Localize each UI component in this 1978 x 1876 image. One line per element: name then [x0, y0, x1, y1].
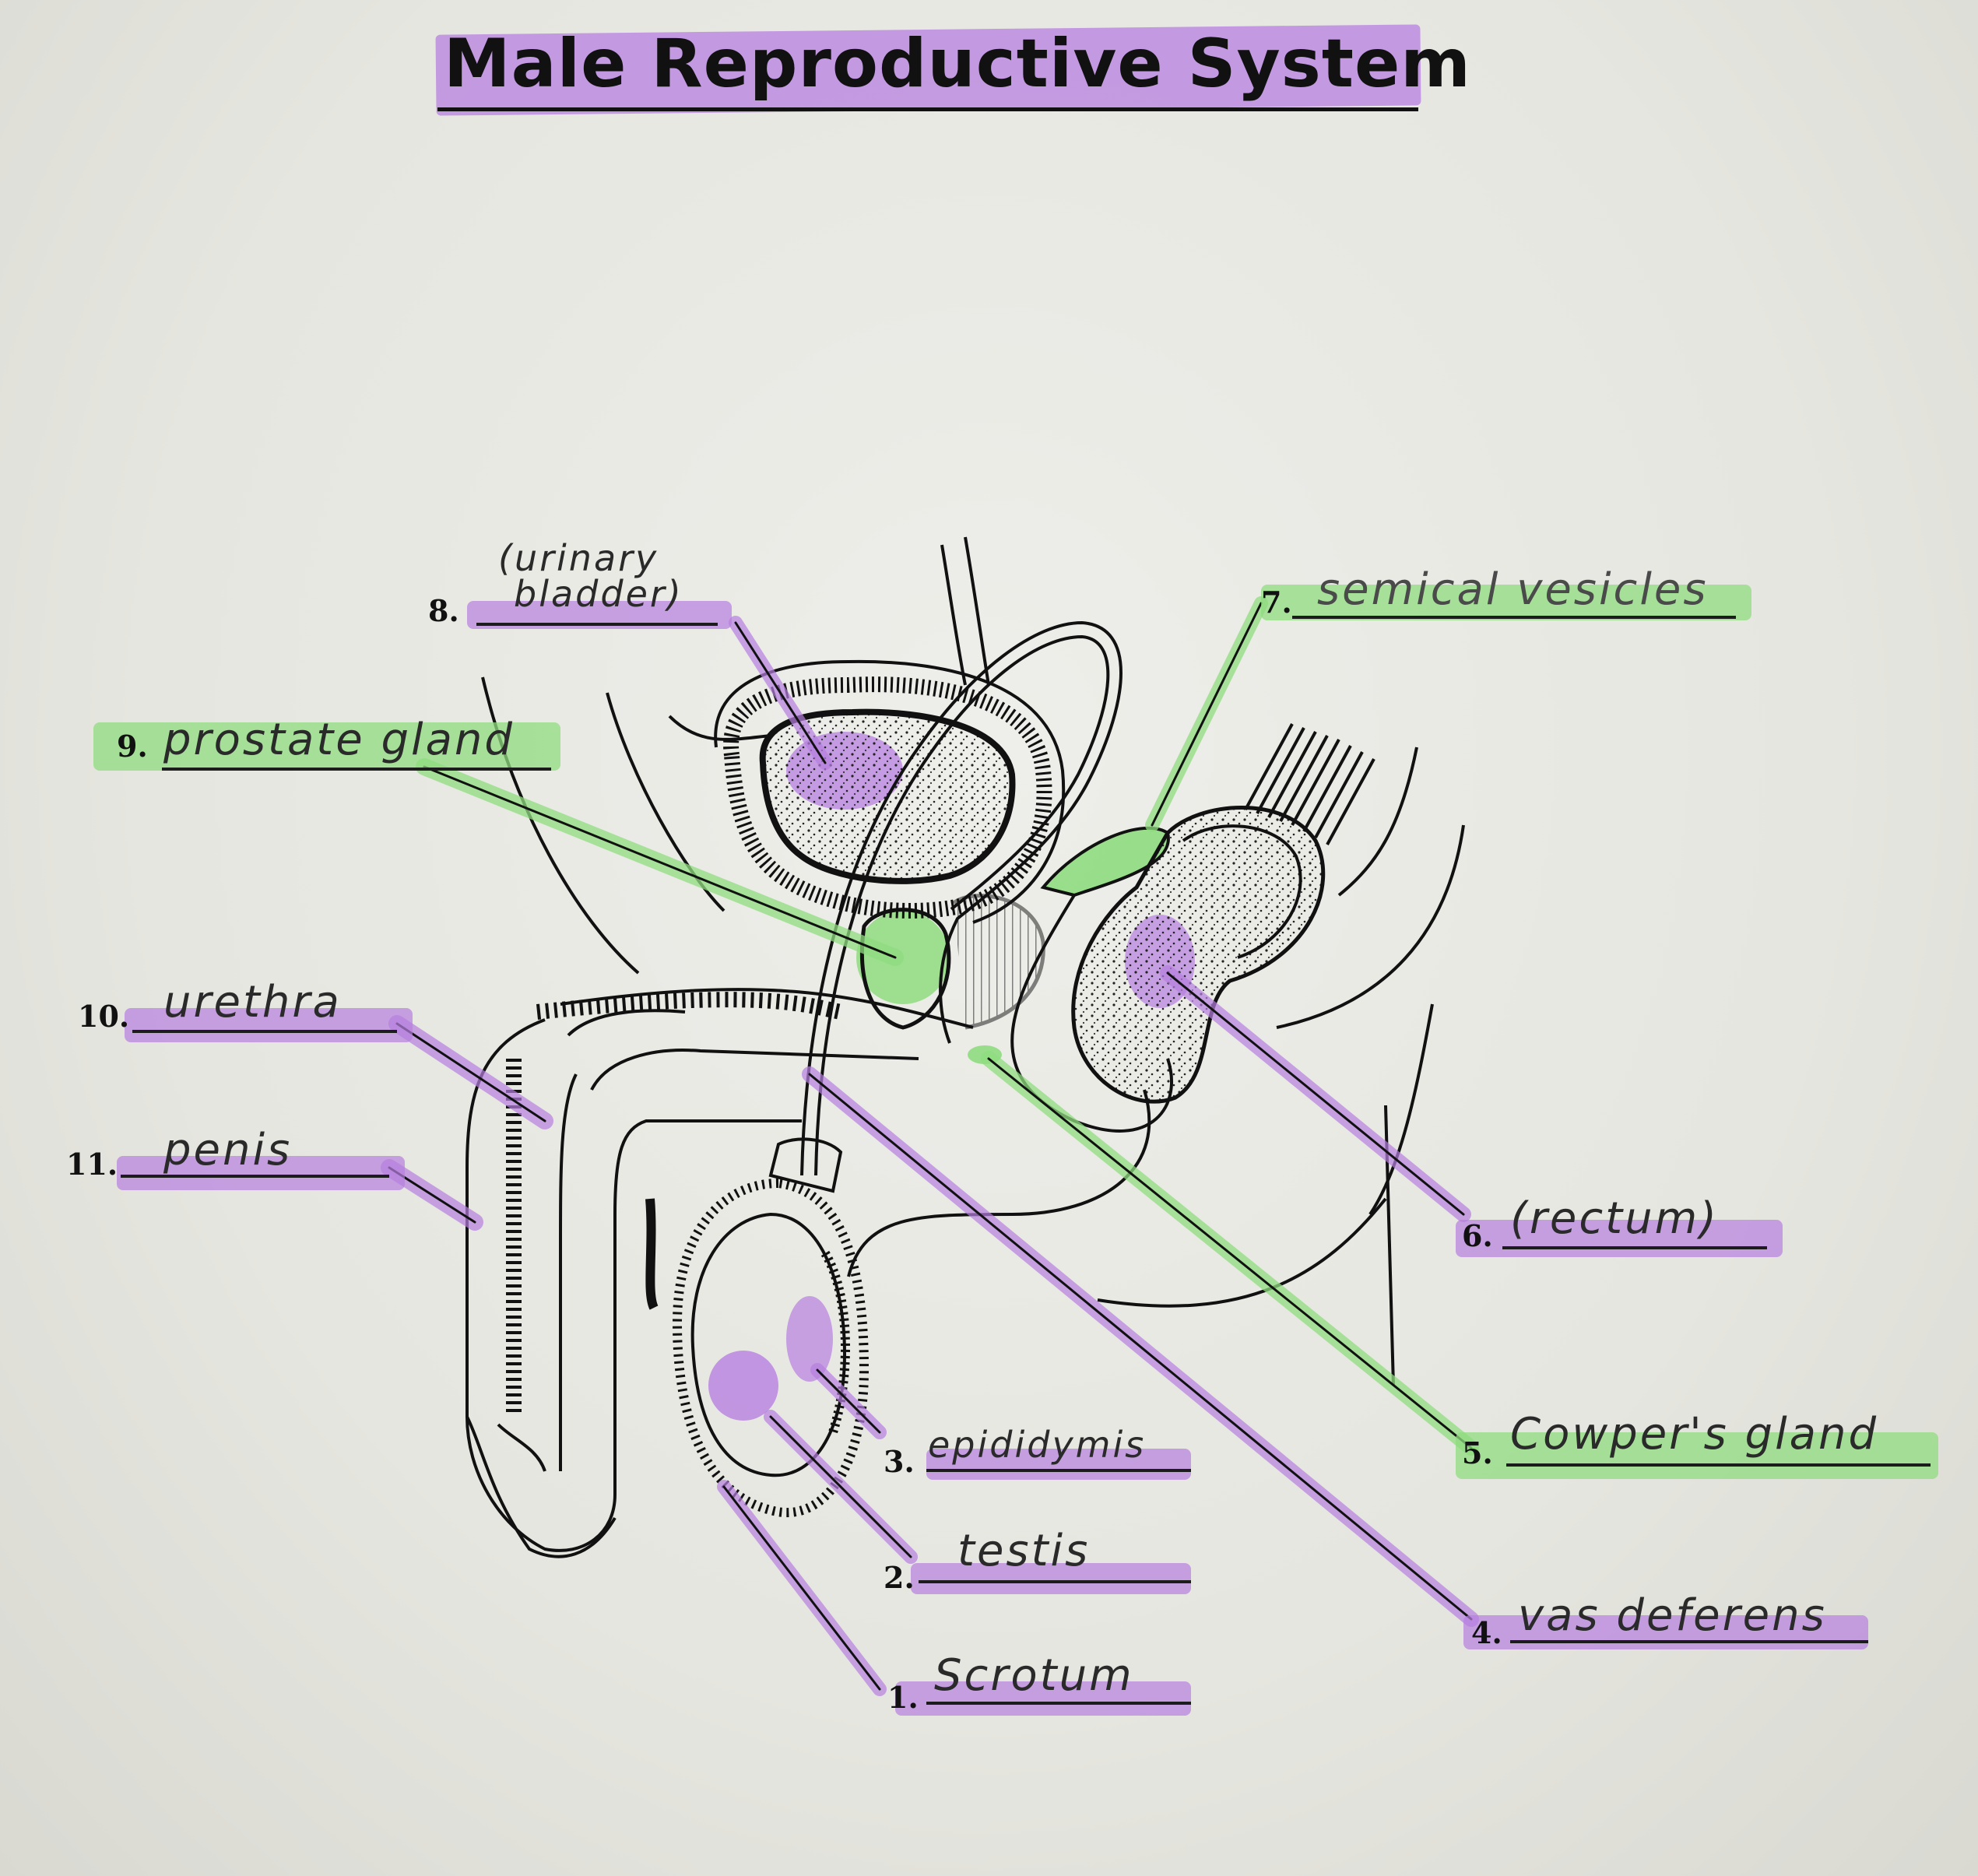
label-number: 2.: [884, 1560, 915, 1595]
label-number: 3.: [884, 1444, 915, 1479]
epididymis-highlight: [786, 1296, 833, 1382]
label-urinary-bladder: (urinary bladder) 8.: [428, 537, 755, 638]
label-vas-deferens: 4. vas deferens: [1463, 1584, 1899, 1662]
label-number: 1.: [887, 1680, 919, 1715]
label-text: penis: [163, 1125, 293, 1175]
label-highlight: [117, 1156, 405, 1190]
label-text: prostate gland: [163, 715, 515, 765]
label-text: urethra: [163, 977, 342, 1028]
label-testis: 2. testis: [880, 1526, 1207, 1604]
label-prostate-gland: 9. prostate gland: [93, 708, 576, 786]
label-text: vas deferens: [1518, 1590, 1827, 1641]
seminal-vesicle-highlight: [1043, 827, 1168, 895]
label-number: 9.: [117, 729, 148, 764]
answer-underline: [1292, 616, 1736, 619]
label-text: testis: [957, 1526, 1091, 1576]
label-highlight: [125, 1008, 413, 1042]
label-cowpers-gland: 5. Cowper's gland: [1448, 1401, 1946, 1487]
label-number: 10.: [78, 999, 130, 1034]
label-text: semical vesicles: [1317, 564, 1709, 615]
leader-lines: [381, 596, 1479, 1696]
label-highlight: [1456, 1432, 1938, 1479]
label-number: 7.: [1261, 585, 1292, 620]
label-number: 8.: [428, 593, 459, 628]
penis-shape: [466, 988, 974, 1558]
label-epididymis: 3. epididymis: [880, 1413, 1207, 1491]
label-urethra: 10. urethra: [70, 977, 428, 1055]
rectum-shape: [1071, 723, 1465, 1104]
answer-underline: [476, 623, 718, 626]
label-text: Scrotum: [934, 1650, 1134, 1701]
label-highlight: [93, 722, 560, 771]
label-highlight: [895, 1681, 1191, 1716]
testis-highlight: [708, 1351, 778, 1421]
label-highlight: [1261, 585, 1751, 620]
label-number: 11.: [66, 1147, 118, 1182]
page-title: Male Reproductive System: [435, 16, 1471, 117]
label-number: 6.: [1462, 1218, 1493, 1253]
label-text-line1: (urinary: [498, 537, 659, 579]
label-text-line2: bladder): [514, 573, 683, 615]
prostate-hatch: [952, 894, 1045, 1030]
label-highlight: [926, 1449, 1191, 1480]
label-penis: 11. penis: [62, 1125, 405, 1203]
label-text: Cowper's gland: [1510, 1409, 1879, 1460]
label-highlight: [1456, 1220, 1783, 1257]
title-text: Male Reproductive System: [444, 25, 1471, 103]
label-scrotum: 1. Scrotum: [880, 1650, 1207, 1728]
answer-underline: [926, 1469, 1191, 1472]
label-text: (rectum): [1510, 1193, 1719, 1244]
answer-underline: [132, 1030, 397, 1033]
label-highlight: [1463, 1615, 1868, 1649]
answer-underline: [162, 768, 551, 771]
answer-underline: [1506, 1463, 1931, 1467]
label-seminal-vesicles: 7. semical vesicles: [1245, 557, 1759, 634]
label-highlight: [911, 1563, 1191, 1594]
answer-underline: [926, 1702, 1191, 1705]
answer-underline: [1502, 1246, 1767, 1249]
label-rectum: 6. (rectum): [1448, 1187, 1790, 1265]
answer-underline: [919, 1580, 1191, 1583]
answer-underline: [121, 1175, 389, 1178]
label-number: 5.: [1462, 1435, 1493, 1470]
scrotum-testis-shape: [645, 1137, 870, 1517]
vas-deferens-tube: [800, 620, 1123, 1176]
answer-underline: [1510, 1640, 1868, 1643]
seminal-vesicle-shape: [1040, 826, 1170, 898]
label-text: epididymis: [928, 1424, 1147, 1466]
label-number: 4.: [1471, 1615, 1502, 1650]
title-underline: [437, 107, 1418, 111]
